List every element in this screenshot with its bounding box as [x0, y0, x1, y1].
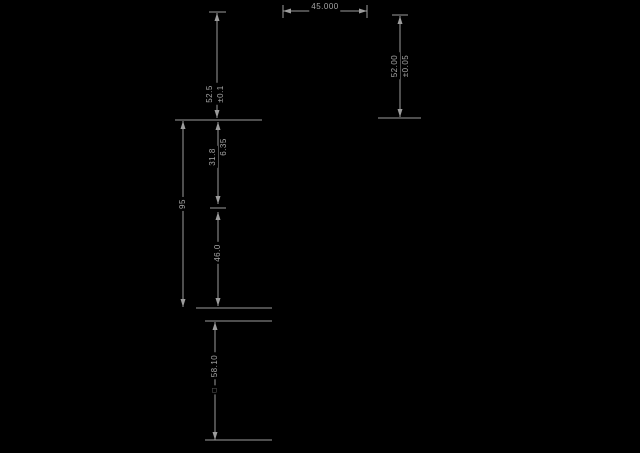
arrowhead-up: [215, 122, 221, 130]
dim-label-mid-upper-value: 31.8: [208, 146, 218, 168]
witness-lines-lower: [196, 307, 272, 322]
arrowhead-up: [180, 121, 186, 129]
arrowhead-down: [214, 110, 220, 118]
dim-label-mid-upper-secondary: 6.35: [219, 136, 229, 158]
dim-label-right-value: 52.00: [390, 52, 400, 80]
arrowhead-down: [212, 432, 218, 440]
arrowhead-down: [180, 299, 186, 307]
dim-label-top-width: 45.000: [309, 2, 341, 12]
arrowhead-right: [359, 8, 367, 14]
arrowhead-down: [215, 298, 221, 306]
square-symbol: □: [210, 385, 220, 395]
dim-label-upper-left-value: 52.5: [205, 83, 215, 105]
bottom-dimension: [205, 322, 272, 441]
arrowhead-up: [212, 322, 218, 330]
right-height-dimension: [378, 14, 421, 119]
arrowhead-up: [214, 13, 220, 21]
arrowhead-up: [215, 212, 221, 220]
arrowhead-up: [397, 16, 403, 24]
dim-label-overall-height: 95: [178, 197, 188, 211]
dim-label-upper-left-tolerance: ±0.1: [216, 83, 226, 105]
arrowhead-left: [283, 8, 291, 14]
dim-label-bottom-value: 58.10: [210, 352, 220, 380]
dim-label-right-tolerance: ±0.05: [401, 52, 411, 80]
mid-upper-dimension: [210, 122, 226, 209]
arrowhead-down: [215, 196, 221, 204]
overall-height-dimension: [180, 121, 186, 307]
arrowhead-down: [397, 109, 403, 117]
dim-label-mid-lower-value: 46.0: [213, 242, 223, 264]
